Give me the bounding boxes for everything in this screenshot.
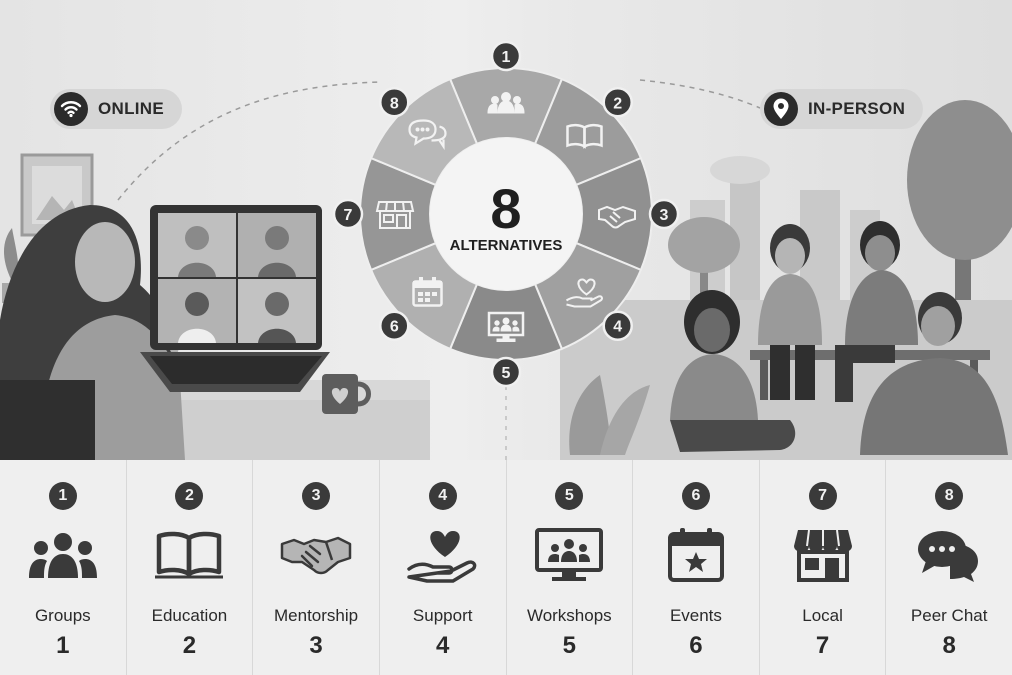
online-pill: ONLINE: [50, 89, 183, 129]
book-icon: [153, 522, 225, 588]
scene-illustration: 8 ALTERNATIVES 1 2 3 4 5 6 7 8: [0, 40, 1012, 460]
dashed-connector-right: [639, 79, 761, 109]
wheel-badge-5: 5: [490, 356, 522, 388]
list-item: 4 Support 4: [380, 460, 507, 675]
wheel-badge-number: 3: [660, 207, 669, 224]
laptop: [140, 205, 330, 392]
wheel-badge-3: 3: [648, 198, 680, 230]
item-badge: 4: [428, 482, 457, 510]
item-label: Groups: [34, 606, 91, 625]
wheel-badge-8: 8: [379, 87, 410, 118]
item-number: 8: [942, 632, 956, 659]
online-scene: [0, 153, 430, 460]
wheel-badge-2: 2: [602, 87, 633, 118]
item-number: 2: [182, 632, 197, 659]
wheel-center-disc: [430, 138, 582, 290]
bush: [569, 375, 650, 455]
wheel-badge-number: 4: [613, 319, 622, 336]
illustration-scene: 8 ALTERNATIVES 1 2 3 4 5 6 7 8 ONLINE IN-PERSON: [0, 0, 1012, 460]
person-bench-right: [835, 221, 918, 402]
wheel-badge-number: 5: [502, 365, 511, 382]
park-tree-large: [907, 100, 1012, 320]
list-item: 7 Local 7: [760, 460, 887, 675]
list-item: 5 Workshops 5: [507, 460, 634, 675]
item-label: Events: [669, 606, 722, 625]
wheel-badge-number: 7: [344, 207, 353, 224]
item-badge: 6: [681, 482, 710, 510]
handshake-icon: [598, 205, 636, 229]
item-number: 5: [562, 632, 576, 659]
wheel-badge-number: 6: [390, 319, 399, 336]
item-badge: 8: [935, 482, 964, 510]
woman-on-call: [0, 205, 185, 460]
groups-icon: [487, 92, 525, 114]
groups-icon: [27, 522, 99, 588]
list-item: 2 Education 2: [127, 460, 254, 675]
park-tree-small: [668, 217, 740, 310]
workshop-screen-icon: [533, 522, 605, 588]
item-badge: 7: [808, 482, 837, 510]
list-item: 3 Mentorship 3: [253, 460, 380, 675]
list-item: 6 Events 6: [633, 460, 760, 675]
person-bench-left: [758, 224, 822, 400]
chat-bubbles-icon: [408, 119, 447, 151]
wheel-badge-7: 7: [332, 198, 364, 230]
item-badge: 1: [48, 482, 77, 510]
item-number: 7: [815, 632, 830, 659]
location-pin-icon: [764, 92, 798, 126]
dashed-connector-left: [117, 81, 381, 201]
center-label: ALTERNATIVES: [450, 237, 563, 254]
item-label: Local: [802, 606, 843, 625]
workshop-screen-icon: [487, 311, 525, 342]
list-item: 1 Groups 1: [0, 460, 127, 675]
storefront-icon: [375, 201, 415, 229]
wheel-badge-6: 6: [379, 310, 410, 341]
list-item: 8 Peer Chat 8: [886, 460, 1012, 675]
heart-mug: [322, 374, 371, 414]
item-label: Peer Chat: [910, 606, 988, 625]
heart-hand-icon: [565, 278, 603, 308]
in-person-label: IN-PERSON: [808, 99, 906, 118]
item-badge: 5: [555, 482, 584, 510]
item-label: Workshops: [526, 606, 612, 625]
wheel-badge-1: 1: [490, 40, 522, 72]
item-label: Education: [151, 606, 228, 625]
in-person-pill: IN-PERSON: [760, 89, 924, 129]
item-label: Support: [412, 606, 473, 625]
person-seated-ground: [670, 290, 796, 452]
chat-bubbles-icon: [913, 522, 985, 588]
alternatives-wheel: 8 ALTERNATIVES 1 2 3 4 5 6 7 8: [332, 40, 680, 388]
storefront-icon: [787, 522, 859, 588]
item-number: 4: [436, 632, 450, 659]
wheel-badge-4: 4: [602, 310, 633, 341]
calendar-star-icon: [660, 522, 732, 588]
item-number: 1: [56, 632, 70, 659]
center-number: 8: [490, 177, 521, 240]
book-icon: [566, 123, 603, 149]
item-label: Mentorship: [274, 606, 359, 625]
wheel-badge-number: 8: [390, 95, 399, 112]
person-foreground-glasses: [860, 292, 1008, 455]
calendar-icon: [412, 276, 443, 307]
wheel-badge-number: 2: [613, 95, 622, 112]
in-person-scene: [560, 100, 1012, 460]
online-label: ONLINE: [98, 99, 165, 118]
handshake-icon: [280, 522, 352, 588]
heart-hand-icon: [406, 522, 479, 588]
wifi-icon: [54, 92, 88, 126]
item-badge: 3: [302, 482, 331, 510]
item-number: 3: [309, 632, 323, 659]
alternatives-list: 1 Groups 1 2 Education 2 3 Mentorship 3 …: [0, 460, 1012, 675]
wheel-badge-number: 1: [502, 49, 511, 66]
item-number: 6: [689, 632, 703, 659]
item-badge: 2: [175, 482, 204, 510]
